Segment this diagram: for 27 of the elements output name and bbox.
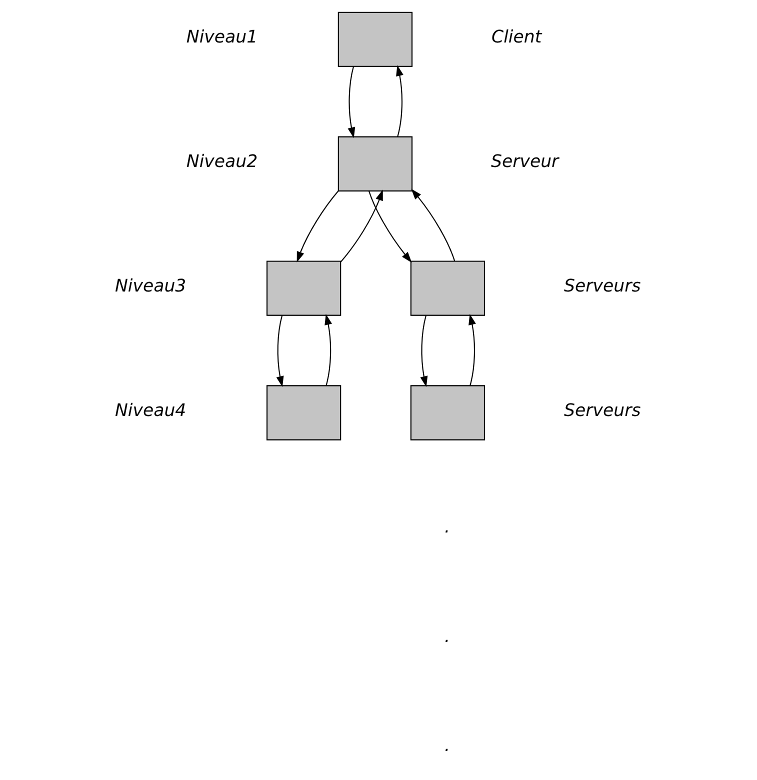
arrow xyxy=(468,314,476,386)
node-box xyxy=(266,385,341,440)
arrow xyxy=(340,190,382,262)
label: . xyxy=(444,626,450,647)
arrow xyxy=(410,188,455,262)
node-box xyxy=(266,260,341,316)
label: Niveau2 xyxy=(186,152,258,172)
arrow xyxy=(396,65,403,137)
label: Niveau4 xyxy=(114,400,186,421)
node-box xyxy=(337,12,412,68)
label: Client xyxy=(491,27,542,48)
arrow xyxy=(276,315,284,388)
node-box xyxy=(337,136,412,192)
label: Serveur xyxy=(490,152,558,172)
arrow xyxy=(368,190,412,263)
node-box xyxy=(410,385,485,440)
label: . xyxy=(444,736,450,756)
arrow xyxy=(420,315,428,388)
label: Niveau3 xyxy=(114,276,186,296)
arrow xyxy=(324,314,332,386)
label: Niveau1 xyxy=(186,27,258,48)
node-box xyxy=(410,260,485,316)
arrow xyxy=(347,66,355,138)
label: . xyxy=(444,518,450,538)
label: Serveurs xyxy=(564,276,640,296)
arrow xyxy=(296,190,338,262)
label: Serveurs xyxy=(564,400,640,421)
